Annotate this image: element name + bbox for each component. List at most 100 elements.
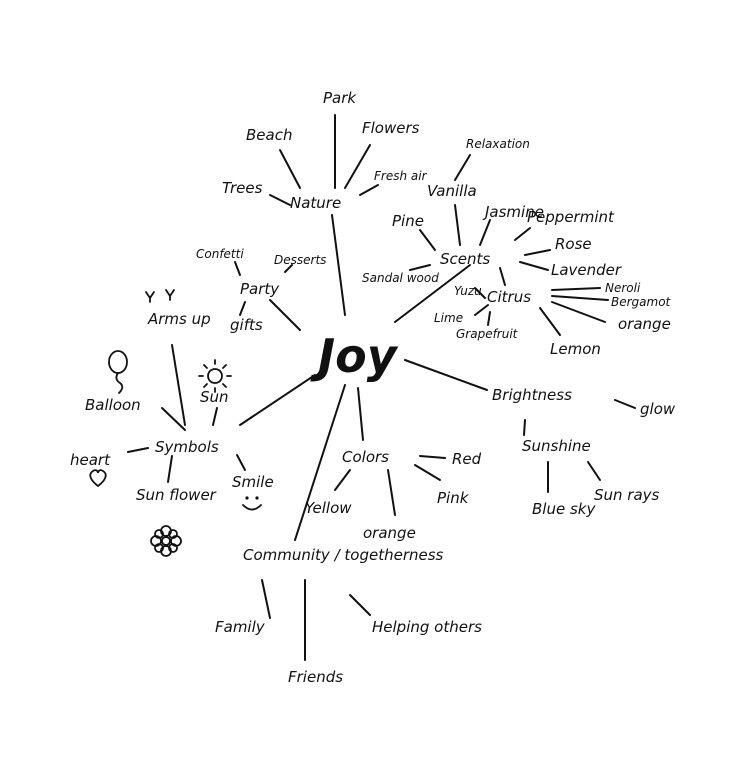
node-trees: Trees	[222, 179, 263, 197]
line-joy-colors	[357, 387, 364, 441]
line-colors-pink	[414, 464, 441, 481]
node-sun: Sun	[200, 388, 229, 406]
node-arms-up: Arms up	[147, 310, 211, 328]
line-colors-orange	[387, 469, 396, 516]
node-bergamot: Bergamot	[611, 295, 672, 309]
line-scents-vanilla	[454, 204, 461, 246]
line-scents-sandalwood	[409, 264, 431, 271]
line-citrus-neroli	[551, 287, 601, 291]
node-vanilla: Vanilla	[427, 182, 477, 200]
line-symbols-armsup	[171, 344, 186, 426]
node-family: Family	[215, 618, 266, 636]
line-symbols-heart	[127, 447, 149, 453]
line-citrus-lime	[474, 304, 489, 316]
node-rose: Rose	[555, 235, 592, 253]
node-smile: Smile	[232, 473, 274, 491]
line-joy-community	[294, 384, 346, 541]
line-joy-brightness	[404, 359, 488, 391]
node-beach: Beach	[246, 126, 292, 144]
node-grapefruit: Grapefruit	[456, 327, 519, 341]
line-joy-party	[269, 299, 301, 331]
node-lemon: Lemon	[550, 340, 601, 358]
line-citrus-grapefruit	[487, 311, 491, 326]
node-sandal-wood: Sandal wood	[362, 271, 439, 285]
node-community: Community / togetherness	[243, 546, 444, 564]
node-heart: heart	[70, 451, 111, 469]
line-nature-flowers	[344, 144, 371, 189]
node-neroli: Neroli	[605, 281, 641, 295]
node-blue-sky: Blue sky	[532, 500, 596, 518]
node-confetti: Confetti	[196, 247, 244, 261]
node-red: Red	[452, 450, 482, 468]
node-balloon: Balloon	[85, 396, 141, 414]
line-joy-symbols	[239, 374, 316, 426]
line-symbols-sun	[212, 407, 218, 426]
heart-icon	[89, 469, 107, 488]
node-glow: glow	[640, 400, 676, 418]
line-citrus-yuzu	[474, 287, 486, 299]
line-party-gifts	[239, 301, 246, 316]
line-symbols-sunflower	[167, 455, 173, 483]
node-sun-flower: Sun flower	[136, 486, 217, 504]
line-sunshine-sunrays	[587, 461, 601, 481]
node-desserts: Desserts	[274, 253, 326, 267]
sun-icon	[198, 359, 232, 393]
node-gifts: gifts	[230, 316, 263, 334]
node-flowers: Flowers	[362, 119, 420, 137]
line-citrus-bergamot	[551, 295, 609, 301]
node-pink: Pink	[437, 489, 470, 507]
node-lime: Lime	[434, 311, 463, 325]
line-brightness-glow	[614, 399, 636, 409]
node-citrus-orange: orange	[618, 315, 671, 333]
balloon-icon	[108, 350, 128, 394]
line-scents-lavender	[519, 261, 549, 271]
line-citrus-lemon	[539, 307, 561, 336]
node-sun-rays: Sun rays	[594, 486, 660, 504]
line-scents-relaxation	[454, 154, 471, 181]
line-scents-jasmine	[479, 219, 491, 246]
line-brightness-sunshine	[523, 419, 526, 436]
node-helping-others: Helping others	[372, 618, 482, 636]
node-sunshine: Sunshine	[522, 437, 591, 455]
connector-lines	[127, 114, 636, 661]
line-party-desserts	[284, 264, 293, 273]
line-joy-scents	[394, 264, 471, 323]
arms-up-icon	[145, 289, 175, 303]
node-colors-orange: orange	[363, 524, 416, 542]
line-scents-peppermint	[514, 227, 531, 241]
smile-icon	[242, 496, 262, 511]
node-lavender: Lavender	[551, 261, 622, 279]
line-scents-citrus	[499, 267, 506, 286]
node-relaxation: Relaxation	[466, 137, 530, 151]
line-nature-freshair	[359, 184, 379, 196]
center-label: Joy	[310, 329, 399, 383]
node-nature: Nature	[290, 194, 341, 212]
node-pine: Pine	[392, 212, 424, 230]
line-party-confetti	[234, 261, 241, 276]
node-yellow: Yellow	[305, 499, 352, 517]
line-citrus-orange	[551, 301, 606, 323]
line-colors-red	[419, 455, 446, 459]
node-brightness: Brightness	[492, 386, 572, 404]
line-joy-nature	[331, 214, 346, 316]
node-jasmine: Jasmine	[482, 203, 544, 221]
line-symbols-balloon	[161, 407, 186, 431]
line-community-family	[261, 579, 271, 619]
line-scents-pine	[419, 229, 436, 251]
line-nature-trees	[269, 194, 291, 206]
line-nature-beach	[279, 149, 301, 189]
node-yuzu: Yuzu	[454, 284, 482, 298]
node-fresh-air: Fresh air	[374, 169, 428, 183]
line-community-helping	[349, 594, 371, 616]
node-peppermint: Peppermint	[527, 208, 615, 226]
sunflower-icon	[150, 525, 182, 557]
node-party: Party	[240, 280, 280, 298]
node-scents: Scents	[440, 250, 490, 268]
line-colors-yellow	[334, 469, 351, 491]
node-park: Park	[323, 89, 357, 107]
line-scents-rose	[524, 249, 551, 256]
node-friends: Friends	[288, 668, 343, 686]
line-symbols-smile	[236, 454, 246, 471]
node-citrus: Citrus	[487, 288, 531, 306]
